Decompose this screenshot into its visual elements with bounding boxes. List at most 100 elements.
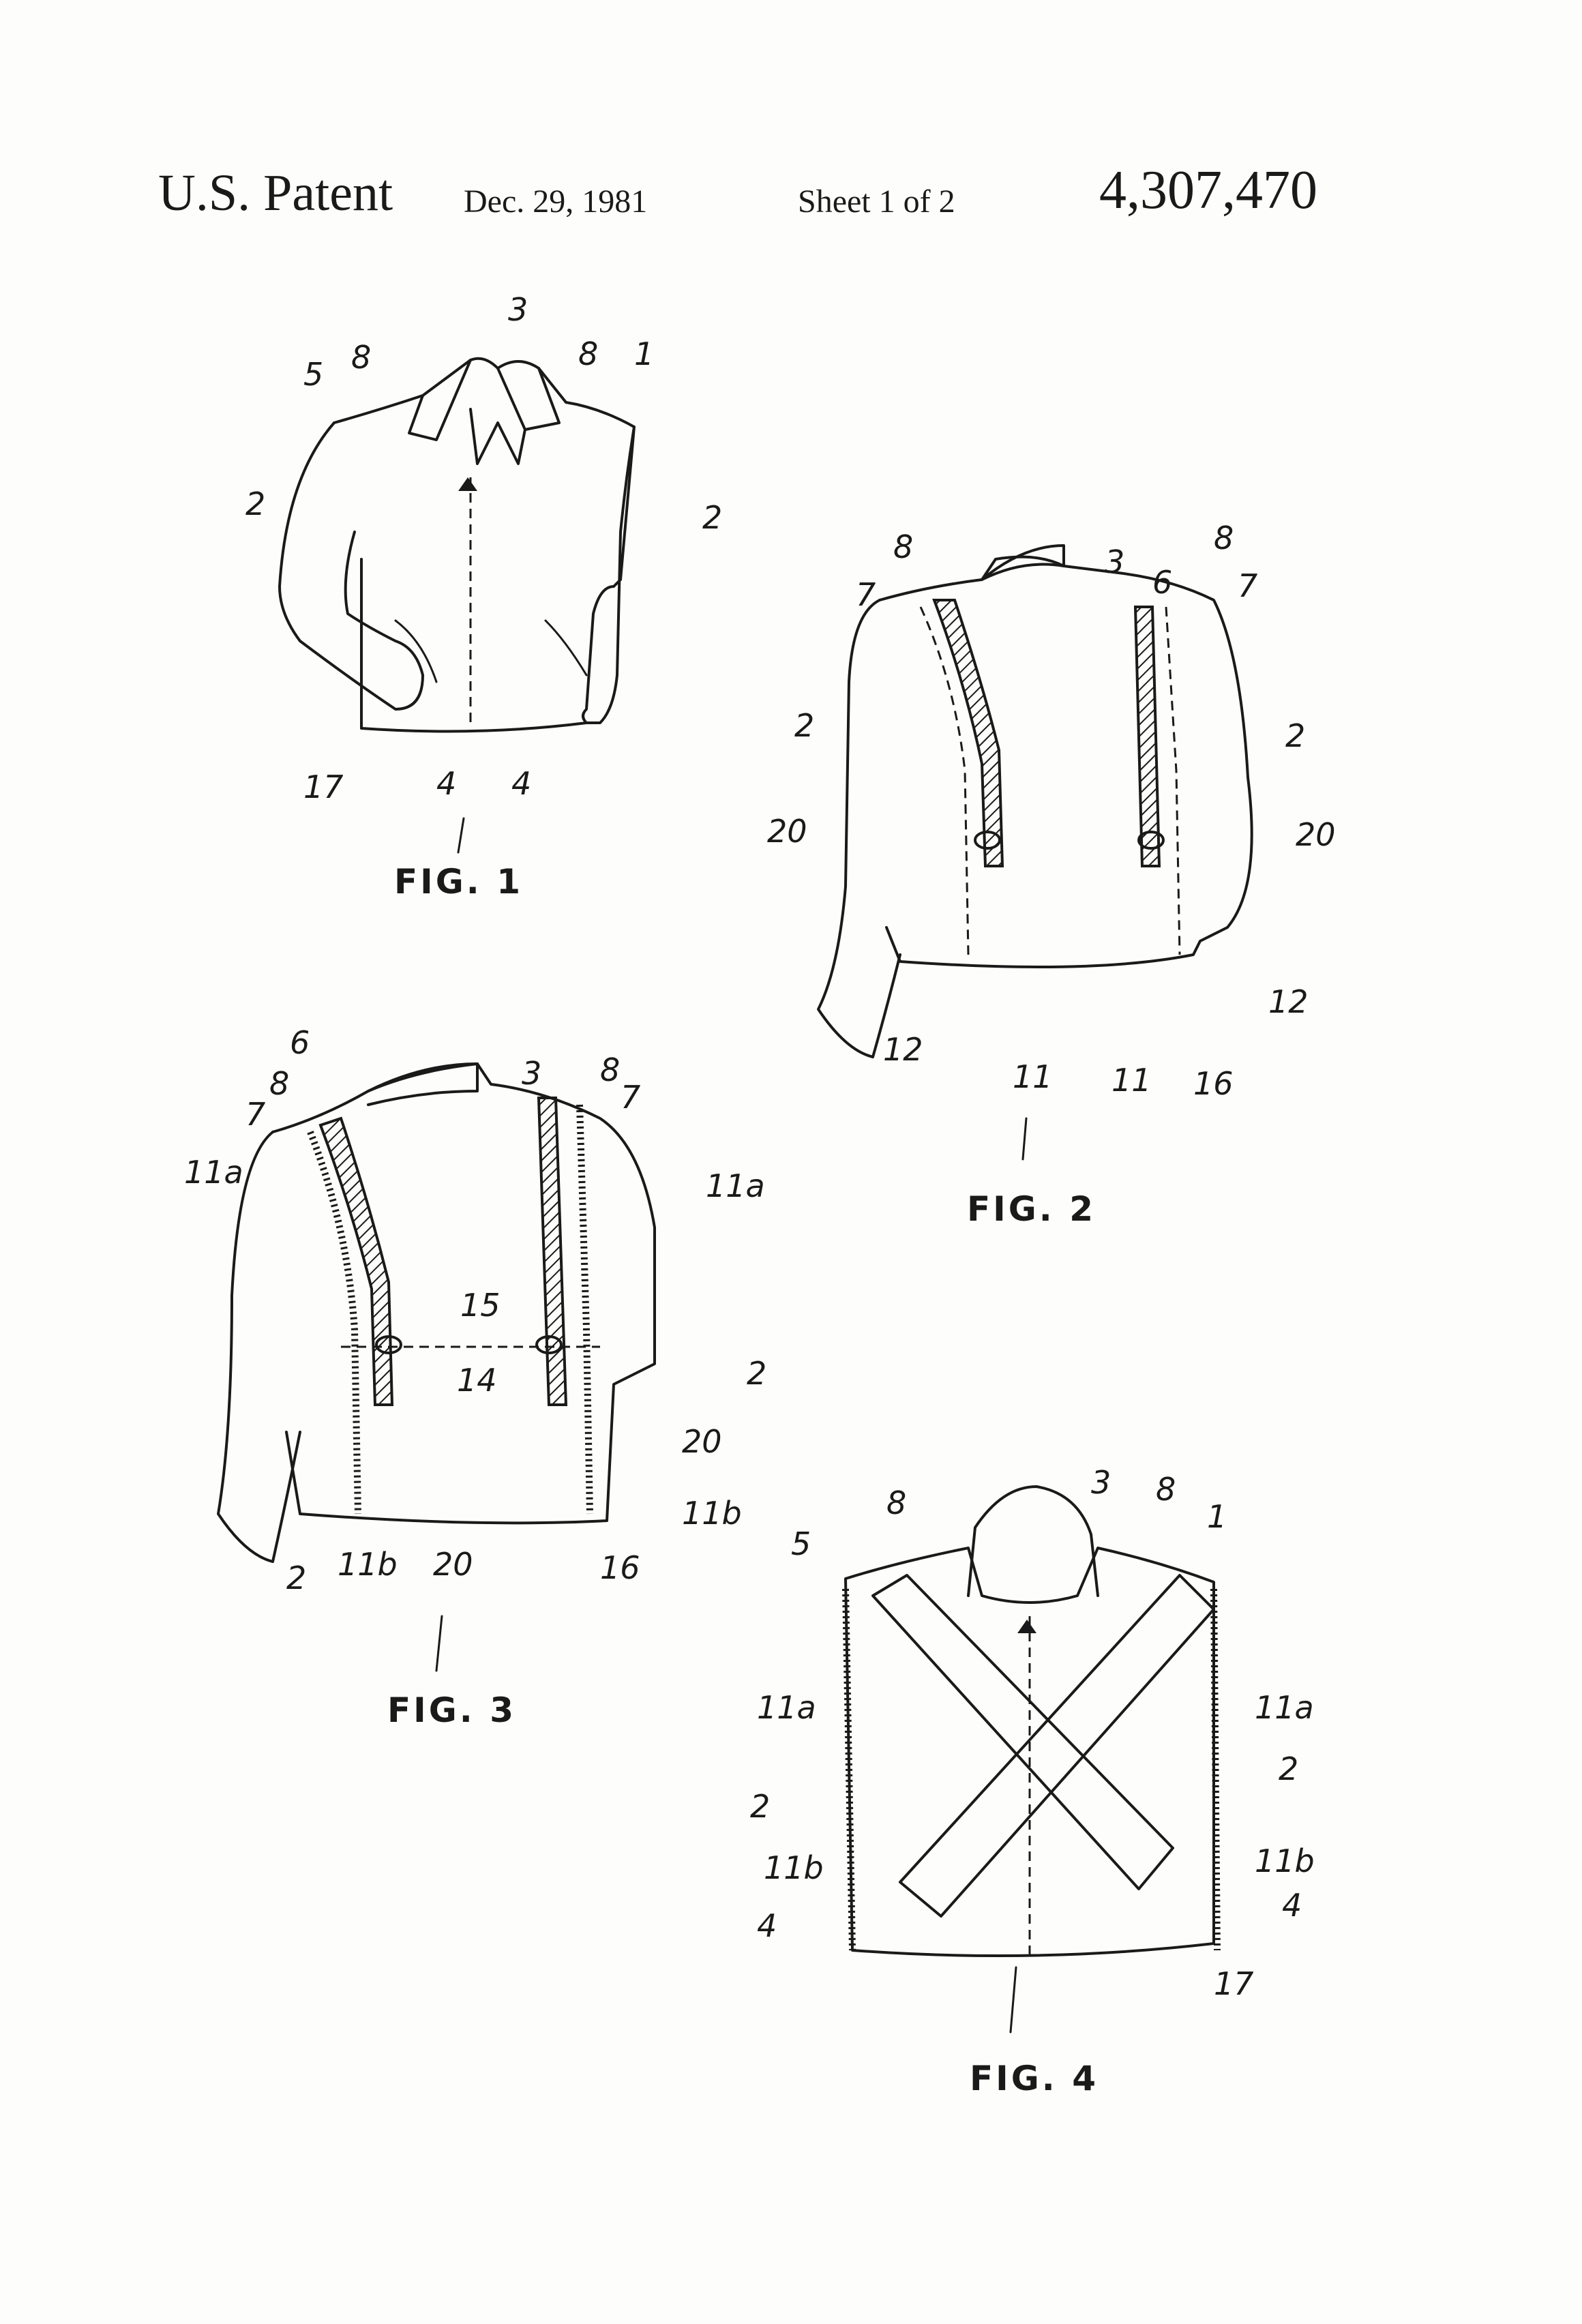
fig2-ref: 7: [1238, 567, 1257, 604]
fig2-ref: 20: [1296, 816, 1336, 853]
fig3-ref: 8: [600, 1052, 620, 1088]
fig2-sleeve-left: [817, 599, 901, 1058]
fig1-ref: 8: [578, 336, 598, 372]
fig4-label: FIG. 4: [970, 2059, 1099, 2098]
fig3-ref: 7: [245, 1096, 265, 1133]
figure-2: 8 3 8 7 6 7 2 2 20 20 12 12 11 11 16 FIG…: [767, 520, 1336, 1229]
fig3-ref: 2: [286, 1560, 306, 1596]
fig2-ref: 2: [1285, 717, 1305, 754]
fig2-ref: 6: [1152, 564, 1172, 601]
fig2-ref: 12: [1268, 983, 1309, 1020]
fig3-ref: 2: [747, 1355, 766, 1392]
fig3-button-right: [535, 1335, 563, 1354]
fig2-strap-right: [1133, 606, 1161, 867]
fig1-ref: 17: [303, 769, 344, 805]
fig4-sleeve-a: [871, 1574, 1174, 1890]
fig3-zipper-right: [576, 1104, 593, 1515]
fig3-ref: 16: [600, 1549, 640, 1586]
fig2-ref: 8: [1214, 520, 1234, 556]
fig2-seam-left: [919, 606, 970, 955]
fig4-body-outline: [844, 1547, 1215, 1957]
fig4-ref: 3: [1091, 1464, 1111, 1501]
fig4-collar: [967, 1485, 1099, 1597]
fig4-sleeve-b: [899, 1574, 1215, 1918]
fig3-ref: 3: [522, 1055, 541, 1092]
fig1-ref: 8: [351, 339, 371, 376]
fig4-ref: 4: [1282, 1887, 1302, 1924]
fig4-ref: 8: [886, 1485, 906, 1521]
fig2-ref: 11: [1111, 1062, 1152, 1099]
fig3-ref: 11a: [184, 1154, 243, 1191]
fig1-jacket-outline: [333, 357, 636, 724]
fig1-ref: 4: [436, 765, 456, 802]
fig4-ref: 11b: [1255, 1843, 1315, 1879]
fig4-zipper-pull: [1017, 1620, 1036, 1633]
fig3-ref: 15: [460, 1287, 501, 1324]
fig2-button-left: [974, 831, 1001, 850]
fig1-body: [360, 558, 588, 733]
fig2-ref: 2: [794, 707, 814, 744]
fig4-ref: 17: [1214, 1965, 1254, 2002]
fig3-strap-right: [537, 1097, 568, 1406]
fig1-ref: 5: [303, 356, 323, 393]
fig2-seam-right: [1165, 606, 1181, 955]
fig3-button-left: [375, 1335, 402, 1354]
figure-1: 5 8 3 8 1 2 2 17 4 4 FIG. 1: [245, 291, 722, 902]
fig3-strap-left: [318, 1116, 394, 1406]
fig4-ref: 11a: [757, 1689, 816, 1726]
fig4-ref: 4: [757, 1907, 777, 1944]
fig4-ref: 2: [750, 1788, 770, 1825]
fig1-ref: 2: [702, 499, 722, 536]
fig1-label: FIG. 1: [394, 862, 523, 902]
fig2-collar: [981, 544, 1065, 581]
fig3-ref: 11a: [706, 1167, 765, 1204]
fig3-ref: 11b: [338, 1546, 398, 1583]
fig2-ref: 16: [1193, 1065, 1234, 1102]
fig1-ref: 2: [245, 486, 265, 522]
fig2-ref: 11: [1013, 1058, 1053, 1095]
fig3-ref: 11b: [682, 1495, 742, 1532]
fig1-collar: [408, 359, 561, 465]
fig4-zipper-left: [842, 1588, 856, 1951]
fig4-ref: 11b: [764, 1849, 824, 1886]
fig1-sleeve-left: [278, 421, 424, 711]
fig1-ref: 4: [511, 765, 531, 802]
fig2-jacket-outline: [878, 555, 1253, 968]
fig2-label: FIG. 2: [967, 1189, 1096, 1229]
fig4-ref: 1: [1207, 1498, 1227, 1535]
figure-3: 6 3 8 8 7 7 11a 11a 15 14 2 20 11b 16 2 …: [184, 1024, 766, 1730]
patent-number: 4,307,470: [1099, 160, 1317, 220]
fig3-ref: 8: [269, 1065, 289, 1102]
fig2-ref: 7: [856, 576, 876, 613]
fig1-ref: 1: [634, 336, 654, 372]
fig1-ref: 3: [508, 291, 528, 328]
fig2-ref: 12: [883, 1031, 923, 1068]
fig2-ref: 20: [767, 813, 807, 850]
fig2-ref: 3: [1105, 543, 1124, 580]
fig3-zipper-left: [307, 1131, 361, 1515]
fig2-ref: 8: [893, 528, 913, 565]
fig1-zipper-pull: [458, 477, 477, 491]
fig1-pocket-left: [394, 619, 438, 683]
fig3-sleeve-left: [217, 1131, 301, 1563]
fig2-button-right: [1137, 831, 1165, 850]
fig1-pocket-right: [544, 619, 588, 676]
fig4-zipper-right: [1210, 1588, 1221, 1951]
fig3-ref: 14: [457, 1362, 497, 1399]
fig4-ref: 2: [1279, 1751, 1298, 1787]
patent-date: Dec. 29, 1981: [464, 183, 648, 220]
fig4-ref: 8: [1156, 1471, 1176, 1508]
fig4-ref: 5: [791, 1525, 811, 1562]
fig3-collar: [367, 1062, 479, 1106]
fig3-ref: 6: [290, 1024, 310, 1061]
fig3-ref: 20: [682, 1423, 722, 1460]
fig3-ref: 7: [621, 1079, 640, 1116]
fig4-ref: 11a: [1255, 1689, 1314, 1726]
patent-title: U.S. Patent: [158, 164, 393, 222]
figure-4: 8 3 8 1 5 11a 11a 2 2 11b 11b 4 4 17 FIG…: [750, 1464, 1315, 2098]
sheet-indicator: Sheet 1 of 2: [798, 183, 955, 220]
fig3-label: FIG. 3: [387, 1690, 516, 1730]
fig3-ref: 20: [433, 1546, 473, 1583]
